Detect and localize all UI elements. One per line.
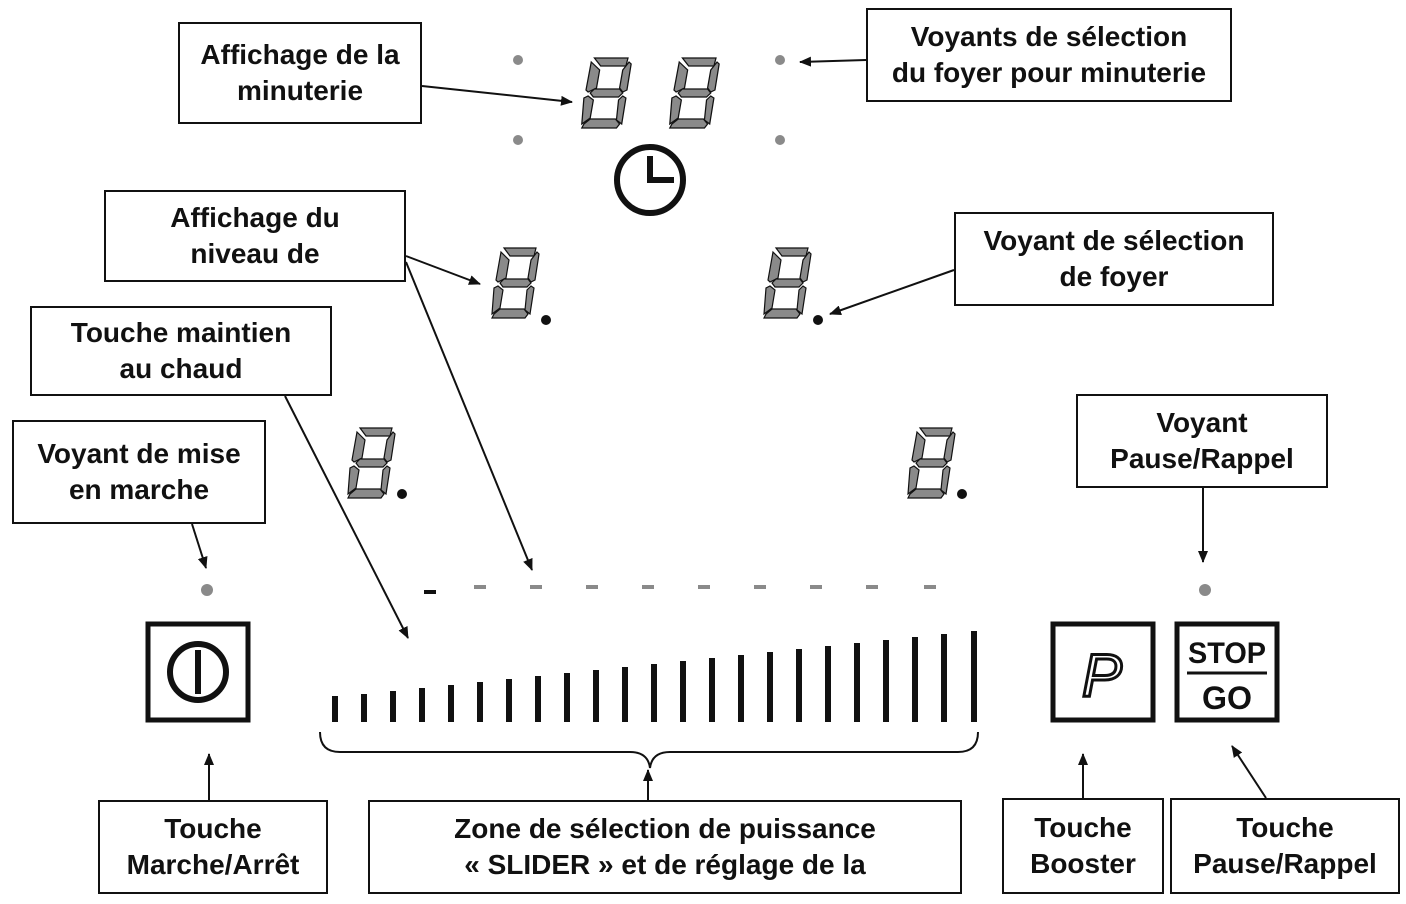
label-line: « SLIDER » et de réglage de la — [464, 849, 866, 880]
label-pause-key: Touche Pause/Rappel — [1170, 798, 1400, 894]
stop-go-button[interactable]: STOP GO — [1174, 621, 1280, 723]
label-line: de foyer — [1059, 261, 1169, 292]
label-line: Touche — [1034, 812, 1132, 843]
power-icon — [167, 641, 229, 703]
timer-display — [581, 57, 720, 129]
zone-led-front-left — [397, 489, 407, 499]
label-line: minuterie — [236, 75, 364, 106]
zone-led-front-right — [957, 489, 967, 499]
label-line: Voyant — [1156, 407, 1248, 438]
label-booster-key: Touche Booster — [1002, 798, 1164, 894]
label-line: Voyant de mise — [37, 438, 241, 469]
label-line: Pause/Rappel — [1110, 443, 1294, 474]
zone-display-front-left — [347, 427, 396, 499]
on-off-button[interactable] — [145, 621, 251, 723]
leader-lines — [191, 56, 1267, 800]
booster-symbol: P — [1082, 642, 1122, 709]
zone-led-rear-right — [813, 315, 823, 325]
label-timer-display: Affichage de la minuterie — [178, 22, 422, 124]
label-zone-select-led: Voyant de sélection de foyer — [954, 212, 1274, 306]
zone-led-rear-left — [541, 315, 551, 325]
stop-label: STOP — [1188, 637, 1266, 670]
label-line: Touche — [1236, 812, 1334, 843]
label-line: Touche maintien — [70, 317, 292, 348]
label-power-on-led: Voyant de mise en marche — [12, 420, 266, 524]
label-line: Marche/Arrêt — [126, 849, 300, 880]
go-label: GO — [1202, 680, 1252, 716]
slider-level-indicators — [424, 585, 936, 594]
label-pause-led: Voyant Pause/Rappel — [1076, 394, 1328, 488]
label-line: Zone de sélection de puissance — [454, 813, 876, 844]
timer-zone-leds — [513, 55, 785, 145]
label-line: Affichage du — [170, 202, 340, 233]
slider-brace — [319, 731, 979, 769]
clock-icon — [614, 144, 686, 216]
label-keep-warm-key: Touche maintien au chaud — [30, 306, 332, 396]
label-line: en marche — [68, 474, 210, 505]
label-line: niveau de — [190, 238, 320, 269]
label-line: Touche — [164, 813, 262, 844]
label-line: Affichage de la — [200, 39, 400, 70]
label-line: Voyants de sélection — [910, 21, 1188, 52]
label-line: Booster — [1030, 848, 1136, 879]
zone-display-front-right — [907, 427, 956, 499]
label-timer-zone-leds: Voyants de sélection du foyer pour minut… — [866, 8, 1232, 102]
pause-led — [1199, 584, 1211, 596]
label-line: Voyant de sélection — [983, 225, 1245, 256]
label-slider-zone: Zone de sélection de puissance « SLIDER … — [368, 800, 962, 894]
zone-display-rear-right — [763, 247, 812, 319]
zone-display-rear-left — [491, 247, 540, 319]
label-line: Pause/Rappel — [1193, 848, 1377, 879]
power-slider[interactable] — [332, 631, 977, 722]
label-line: du foyer pour minuterie — [891, 57, 1207, 88]
booster-button[interactable]: P — [1050, 621, 1156, 723]
label-on-off-key: Touche Marche/Arrêt — [98, 800, 328, 894]
label-power-level-display: Affichage du niveau de — [104, 190, 406, 282]
power-on-led — [201, 584, 213, 596]
label-line: au chaud — [119, 353, 243, 384]
